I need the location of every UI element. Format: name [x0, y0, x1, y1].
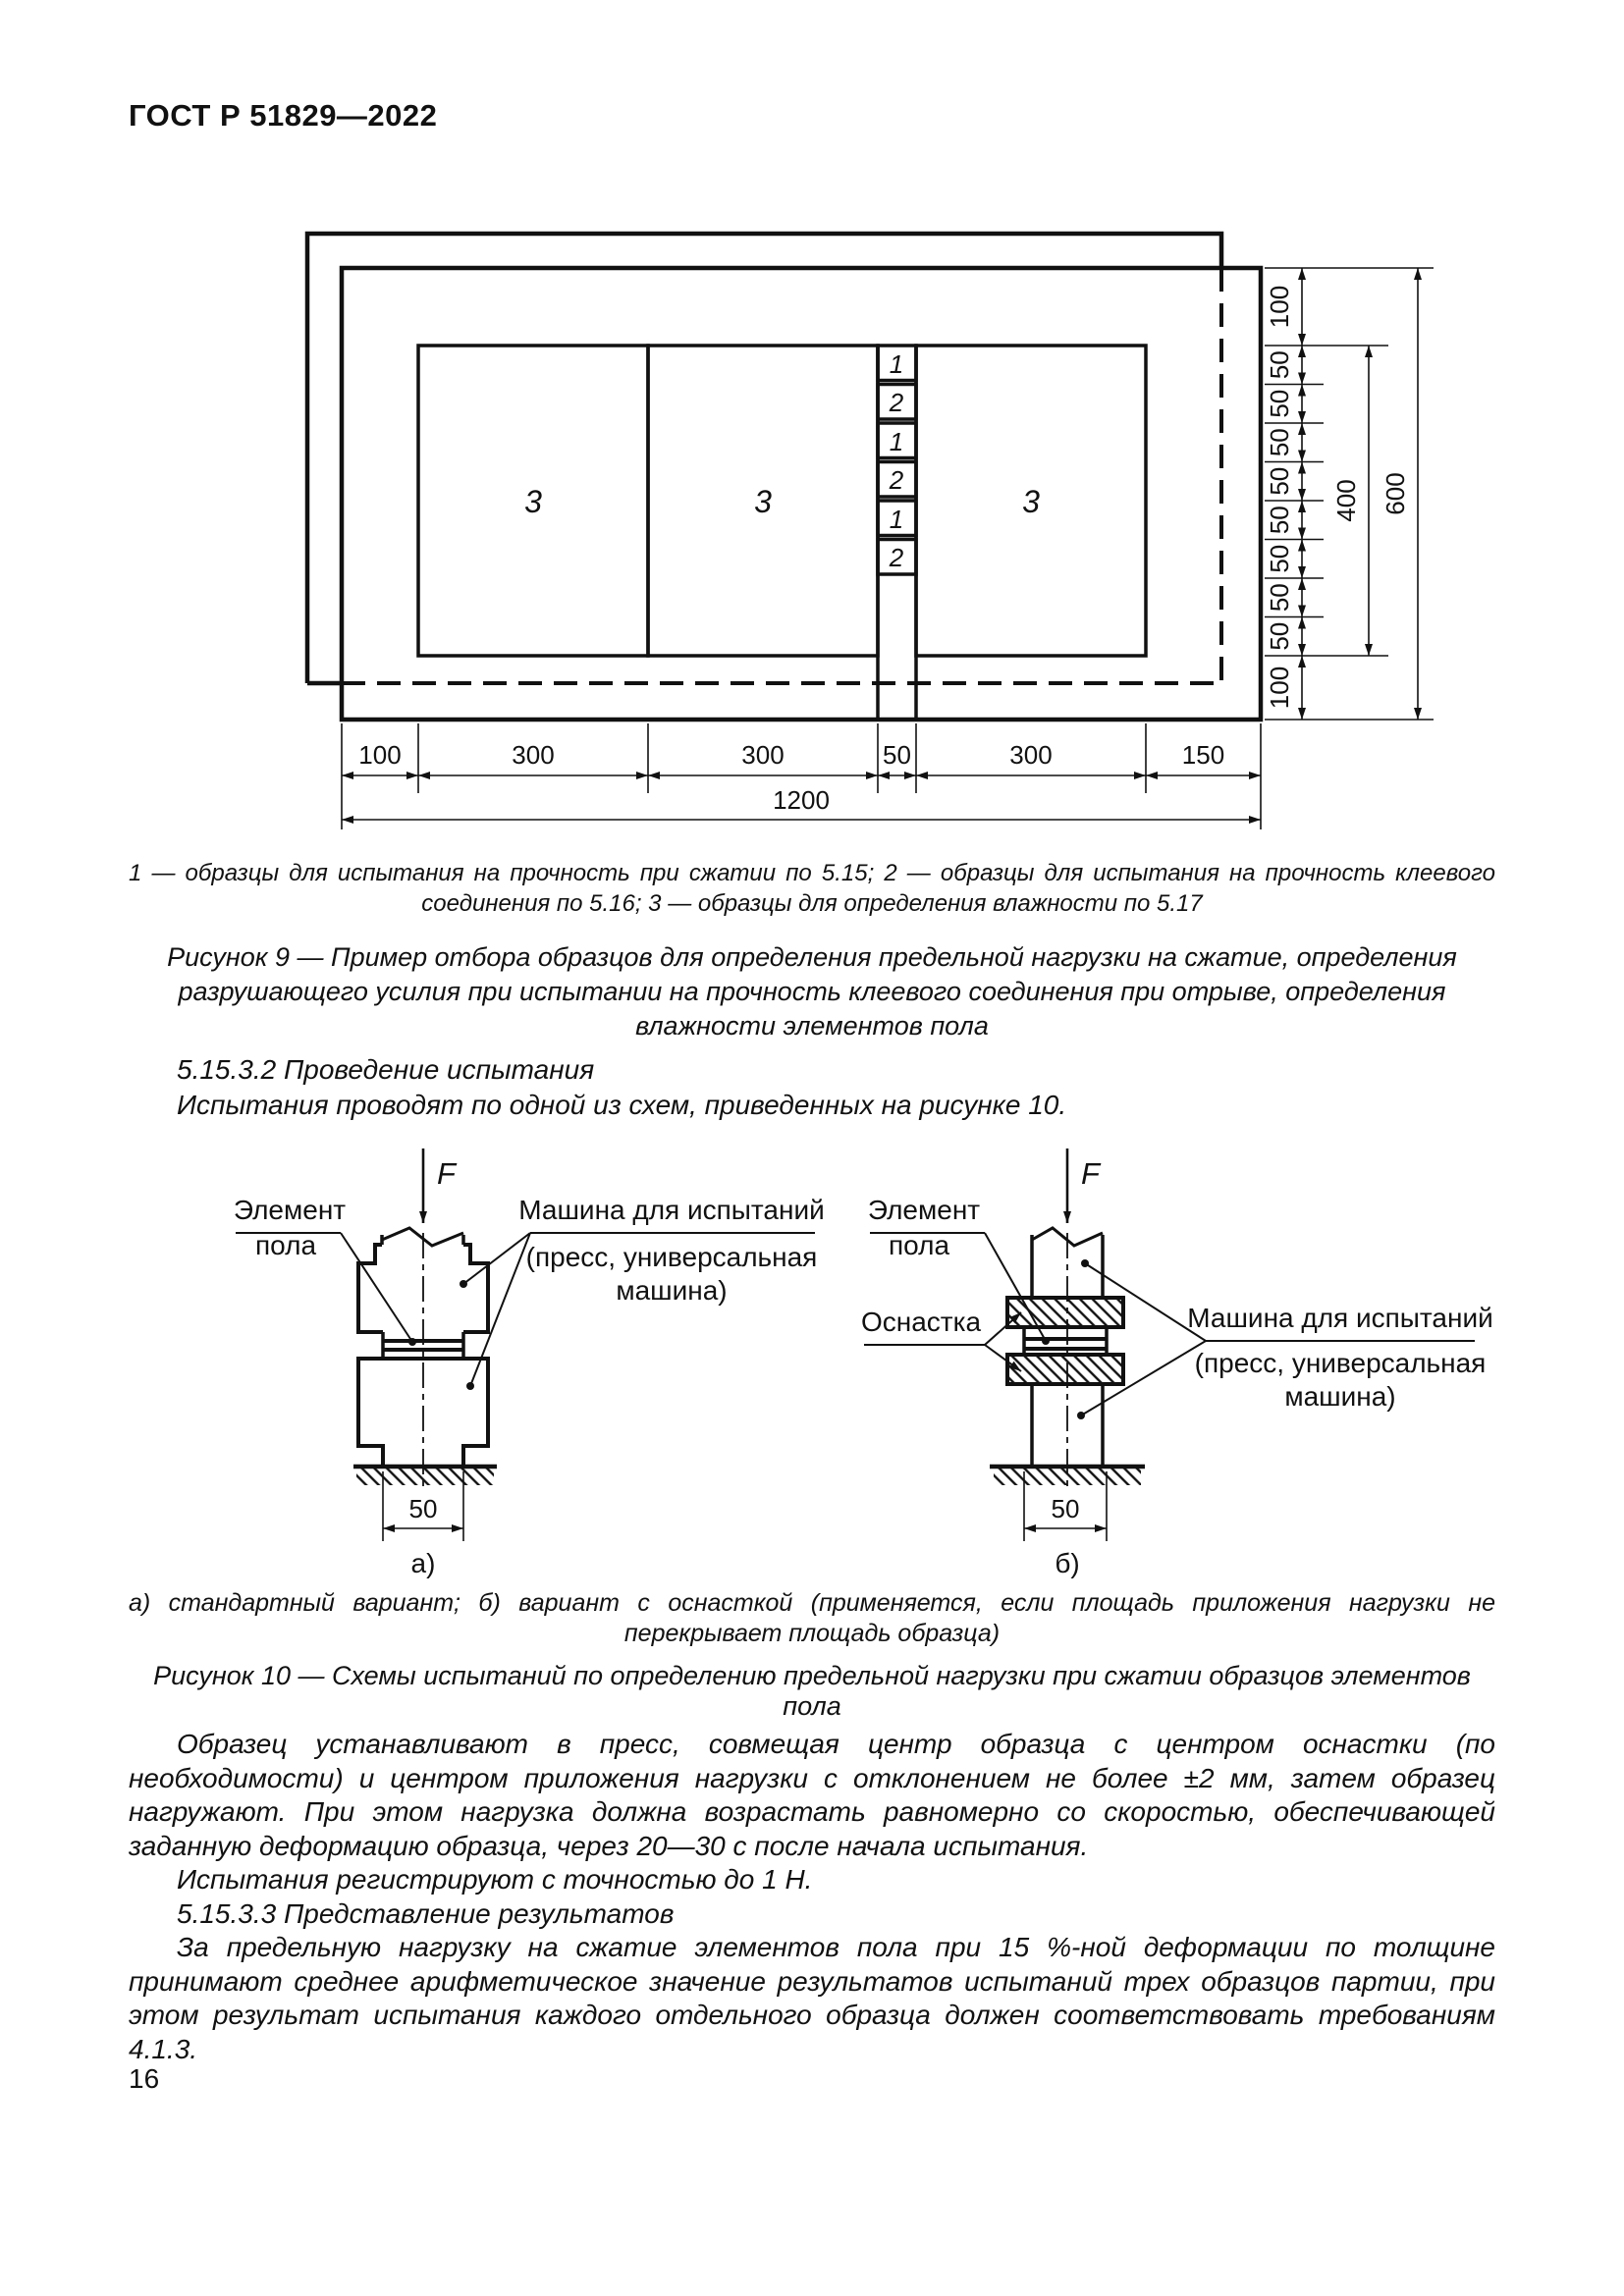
dim-label: 300 — [512, 740, 554, 770]
machine-label-line2: (пресс, универсальная — [526, 1242, 818, 1272]
dim-label: 100 — [1265, 667, 1294, 709]
dim-chain-bottom-labels: 100 300 300 50 300 150 1200 — [358, 740, 1224, 815]
dim-label: 50 — [1265, 390, 1294, 418]
square-label-3: 3 — [1022, 484, 1040, 519]
paragraph: Испытания регистрируют с точностью до 1 … — [177, 1864, 813, 1895]
dim-label: 50 — [1265, 506, 1294, 534]
machine-label-line1: Машина для испытаний — [1187, 1303, 1493, 1333]
press-upper-column — [1030, 1226, 1105, 1298]
sheet-b-outline — [339, 265, 1264, 722]
dim-label: 50 — [1265, 622, 1294, 651]
dim-50 — [1023, 1471, 1108, 1541]
strip-label: 2 — [889, 465, 904, 495]
dim-label-50: 50 — [409, 1494, 438, 1523]
leader-dot — [1077, 1412, 1085, 1419]
paragraph-heading: 5.15.3.3 Представление результатов — [177, 1897, 675, 1929]
leader-dot — [1081, 1259, 1089, 1267]
element-callout: Элемент пола — [234, 1195, 416, 1346]
dim-chain-right — [1265, 267, 1434, 721]
scheme-a-label: а) — [411, 1548, 436, 1578]
dim-label-600: 600 — [1380, 472, 1410, 514]
figure10-drawing: F — [234, 1148, 1493, 1578]
section-heading: 5.15.3.2 Проведение испытания — [177, 1054, 595, 1085]
ground — [353, 1464, 497, 1485]
scheme-b-label: б) — [1055, 1548, 1079, 1578]
fixture-label: Оснастка — [861, 1307, 982, 1337]
paragraph: За предельную нагрузку на сжатие элемент… — [129, 1932, 1495, 2064]
scheme-a: F — [234, 1148, 825, 1578]
dim-label: 50 — [883, 740, 911, 770]
leader-dot — [1042, 1337, 1050, 1345]
dim-label-1200: 1200 — [773, 785, 830, 815]
dim-label: 50 — [1265, 350, 1294, 379]
dim-chain-right-labels: 100 50 50 50 50 50 50 50 50 100 400 600 — [1265, 286, 1410, 709]
dim-label: 50 — [1265, 467, 1294, 496]
dim-label: 300 — [1009, 740, 1052, 770]
press-lower-ram — [356, 1357, 490, 1467]
machine-label-line1: Машина для испытаний — [518, 1195, 825, 1225]
strip-label: 1 — [890, 505, 903, 534]
force-label: F — [437, 1156, 458, 1191]
paragraph: Образец устанавливают в пресс, совмещая … — [129, 1729, 1495, 1861]
press-upper-ram — [356, 1226, 490, 1334]
strip-label: 2 — [889, 543, 904, 572]
dim-chain-bottom — [341, 723, 1262, 829]
element-label-line1: Элемент — [868, 1195, 980, 1225]
press-lower-column — [1030, 1384, 1105, 1467]
page-header: ГОСТ Р 51829—2022 — [129, 98, 438, 133]
fixture-callout: Оснастка — [861, 1307, 1022, 1372]
scheme-b: F — [861, 1148, 1493, 1578]
element-label-line2: пола — [889, 1230, 949, 1260]
force-label: F — [1081, 1156, 1102, 1191]
sample-between-plates — [381, 1332, 465, 1359]
strip-label: 1 — [890, 349, 903, 379]
dim-label: 300 — [741, 740, 784, 770]
leader-dot — [466, 1382, 474, 1390]
figure9-drawing: 3 3 3 1 2 1 2 1 2 — [304, 231, 1434, 829]
dim-label: 100 — [358, 740, 401, 770]
sample-between-fixtures — [1022, 1327, 1109, 1355]
strip-label: 1 — [890, 427, 903, 456]
square-label-2: 3 — [754, 484, 772, 519]
machine-callout: Машина для испытаний (пресс, универсальн… — [460, 1195, 825, 1390]
sample-square-labels: 3 3 3 — [524, 484, 1040, 519]
sample-strip-labels: 1 2 1 2 1 2 — [889, 349, 904, 572]
fixture-plate-lower — [1005, 1353, 1125, 1386]
dim-label: 150 — [1182, 740, 1224, 770]
fixture-plate-upper — [1005, 1296, 1125, 1329]
dim-label: 50 — [1265, 545, 1294, 573]
element-label-line1: Элемент — [234, 1195, 346, 1225]
element-callout: Элемент пола — [868, 1195, 1050, 1345]
square-label-1: 3 — [524, 484, 542, 519]
leader-dot — [460, 1280, 467, 1288]
dim-label: 100 — [1265, 286, 1294, 328]
figure9-title: Рисунок 9 — Пример отбора образцов для о… — [167, 942, 1457, 1041]
figure10-caption: а) стандартный вариант; б) вариант с осн… — [129, 1589, 1495, 1647]
dim-label-400: 400 — [1331, 479, 1361, 521]
section-intro: Испытания проводят по одной из схем, при… — [177, 1090, 1067, 1120]
strip-label: 2 — [889, 388, 904, 417]
dim-label: 50 — [1265, 428, 1294, 456]
ground — [990, 1464, 1145, 1485]
figure10-title: Рисунок 10 — Схемы испытаний по определе… — [153, 1661, 1471, 1721]
machine-label-line2: (пресс, универсальная — [1195, 1348, 1487, 1378]
machine-callout: Машина для испытаний (пресс, универсальн… — [1077, 1259, 1493, 1419]
machine-label-line3: машина) — [1284, 1381, 1395, 1412]
page-number: 16 — [129, 2063, 160, 2094]
body-text: Образец устанавливают в пресс, совмещая … — [129, 1728, 1495, 2066]
dim-label-50: 50 — [1052, 1494, 1080, 1523]
sample-strip — [876, 344, 918, 720]
sheet-a-outline — [304, 231, 1224, 686]
dim-50 — [382, 1471, 464, 1541]
machine-label-line3: машина) — [616, 1275, 727, 1306]
element-label-line2: пола — [255, 1230, 316, 1260]
leader-dot — [408, 1338, 416, 1346]
figure9-legend: 1 — образцы для испытания на прочность п… — [129, 860, 1495, 917]
dim-label: 50 — [1265, 583, 1294, 612]
